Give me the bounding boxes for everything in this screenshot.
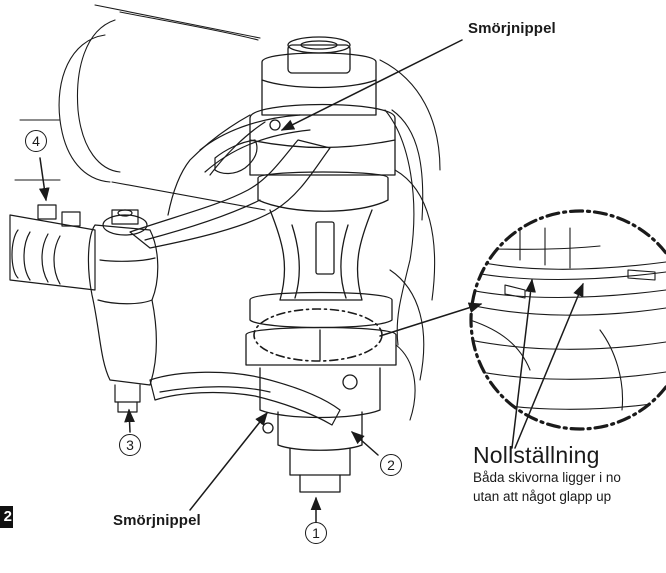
steering-arm <box>129 114 331 249</box>
leader-callout-3 <box>124 408 135 433</box>
detail-note-line1: Båda skivorna ligger i no <box>473 470 621 485</box>
kingpin-column <box>245 36 397 493</box>
callout-4: 4 <box>25 130 47 152</box>
leader-lube-top <box>280 39 463 131</box>
detail-title: Nollställning <box>473 442 600 468</box>
callout-1: 1 <box>305 522 327 544</box>
lube-nipple-label-top: Smörjnippel <box>468 20 556 37</box>
detail-note-line2: utan att något glapp up <box>473 489 612 504</box>
leader-null-a <box>511 278 536 449</box>
callout-2: 2 <box>380 454 402 476</box>
leader-callout-4 <box>38 157 50 202</box>
axle-body <box>14 4 266 211</box>
detail-marker <box>253 308 383 362</box>
leader-callout-2 <box>350 431 379 456</box>
detail-zoom-border <box>469 209 666 431</box>
lube-nipple-label-bottom: Smörjnippel <box>113 512 201 529</box>
brake-housing <box>379 59 441 421</box>
leader-lube-bottom <box>189 411 268 511</box>
leader-null-b <box>514 282 584 449</box>
leader-to-detail <box>379 302 483 337</box>
lower-arm <box>149 371 341 426</box>
callout-3: 3 <box>119 434 141 456</box>
leader-lines <box>38 39 584 523</box>
tie-rod <box>9 204 159 413</box>
page-number-tab: 2 <box>0 506 13 528</box>
